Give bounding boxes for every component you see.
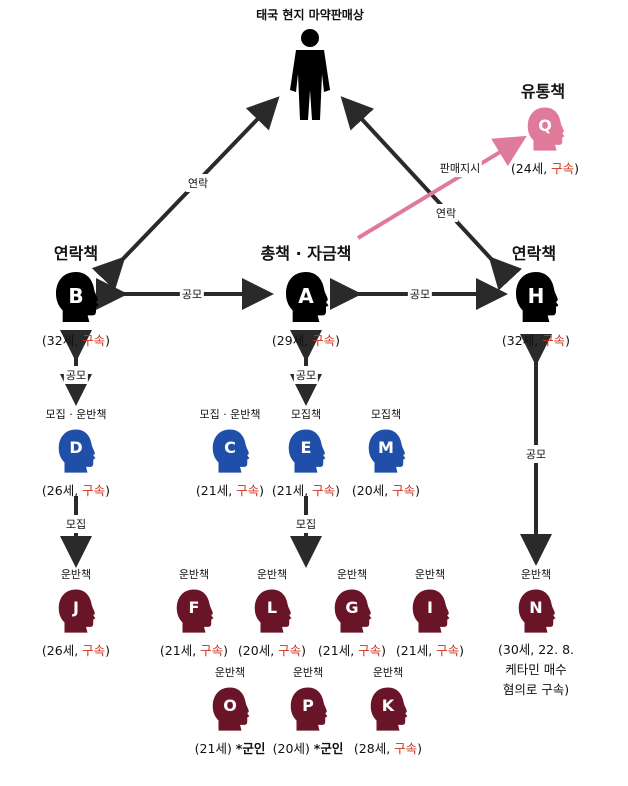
person-o-info: (21세) *군인	[194, 741, 266, 756]
person-c-info: (21세, 구속)	[195, 483, 265, 498]
person-h-head-icon: H	[511, 270, 561, 324]
person-p-head-icon: P	[286, 686, 330, 732]
person-o-letter: O	[223, 696, 237, 715]
role-h-label: 연락책	[511, 244, 557, 263]
person-d-info: (26세, 구속)	[41, 483, 111, 498]
person-c-head-icon: C	[208, 428, 252, 474]
person-n-letter: N	[529, 598, 543, 617]
person-n-role: 운반책	[520, 568, 552, 581]
person-b-letter: B	[68, 284, 84, 308]
person-g-info: (21세, 구속)	[317, 643, 387, 658]
person-e-head-icon: E	[284, 428, 328, 474]
person-a-letter: A	[298, 284, 314, 308]
person-i-info: (21세, 구속)	[395, 643, 465, 658]
person-q-info: (24세, 구속)	[510, 161, 580, 176]
person-m-role: 모집책	[370, 408, 402, 421]
person-j-head-icon: J	[54, 588, 98, 634]
person-l-info: (20세, 구속)	[237, 643, 307, 658]
person-i-head-icon: I	[408, 588, 452, 634]
person-g-head-icon: G	[330, 588, 374, 634]
edge-label-recruit-e: 모집	[293, 515, 319, 533]
edge-label-contact-left: 연락	[185, 174, 211, 192]
person-j-info: (26세, 구속)	[41, 643, 111, 658]
person-f-role: 운반책	[178, 568, 210, 581]
person-a-head-icon: A	[281, 270, 331, 324]
arrow-a-q	[356, 135, 527, 240]
person-c-letter: C	[224, 438, 236, 457]
person-j-role: 운반책	[60, 568, 92, 581]
edge-label-recruit-dj: 모집	[63, 515, 89, 533]
person-f-letter: F	[188, 598, 200, 617]
person-h-info: (32세, 구속)	[501, 333, 571, 348]
person-j-letter: J	[73, 598, 79, 617]
dealer-figure-icon	[290, 29, 330, 120]
person-d-role: 모집 · 운반책	[45, 408, 107, 421]
person-k-letter: K	[381, 696, 395, 715]
person-m-letter: M	[378, 438, 394, 457]
edge-label-conspire-ah: 공모	[407, 285, 433, 303]
edge-label-conspire-ae: 공모	[293, 366, 319, 384]
edge-label-conspire-hn: 공모	[523, 445, 549, 463]
arrow-dealer-h	[340, 96, 523, 291]
person-p-role: 운반책	[292, 666, 324, 679]
edge-label-conspire-bd: 공모	[63, 366, 89, 384]
person-l-role: 운반책	[256, 568, 288, 581]
person-q-letter: Q	[538, 116, 552, 135]
person-a-info: (29세, 구속)	[271, 333, 341, 348]
person-f-info: (21세, 구속)	[159, 643, 229, 658]
person-l-letter: L	[266, 598, 278, 617]
person-m-head-icon: M	[364, 428, 408, 474]
person-o-head-icon: O	[208, 686, 252, 732]
person-d-letter: D	[69, 438, 83, 457]
person-o-role: 운반책	[214, 666, 246, 679]
person-h-letter: H	[527, 284, 545, 308]
role-b-label: 연락책	[53, 244, 99, 263]
person-c-role: 모집 · 운반책	[199, 408, 261, 421]
role-q-label: 유통책	[520, 82, 566, 101]
person-e-info: (21세, 구속)	[271, 483, 341, 498]
person-i-role: 운반책	[414, 568, 446, 581]
person-f-head-icon: F	[172, 588, 216, 634]
person-q-head-icon: Q	[523, 106, 567, 152]
person-k-head-icon: K	[366, 686, 410, 732]
person-g-letter: G	[345, 598, 359, 617]
person-m-info: (20세, 구속)	[351, 483, 421, 498]
person-g-role: 운반책	[336, 568, 368, 581]
edge-label-conspire-ba: 공모	[179, 285, 205, 303]
edge-label-sales-order: 판매지시	[437, 159, 483, 177]
person-b-info: (32세, 구속)	[41, 333, 111, 348]
person-l-head-icon: L	[250, 588, 294, 634]
person-p-info: (20세) *군인	[272, 741, 344, 756]
person-p-letter: P	[302, 696, 314, 715]
person-k-info: (28세, 구속)	[353, 741, 423, 756]
person-d-head-icon: D	[54, 428, 98, 474]
person-i-letter: I	[427, 598, 433, 617]
person-e-letter: E	[300, 438, 312, 457]
person-e-role: 모집책	[290, 408, 322, 421]
person-k-role: 운반책	[372, 666, 404, 679]
role-a-label: 총책 · 자금책	[260, 244, 352, 263]
person-n-head-icon: N	[514, 588, 558, 634]
person-b-head-icon: B	[51, 270, 101, 324]
dealer-title: 태국 현지 마약판매상	[256, 8, 364, 22]
edge-label-contact-right: 연락	[433, 204, 459, 222]
